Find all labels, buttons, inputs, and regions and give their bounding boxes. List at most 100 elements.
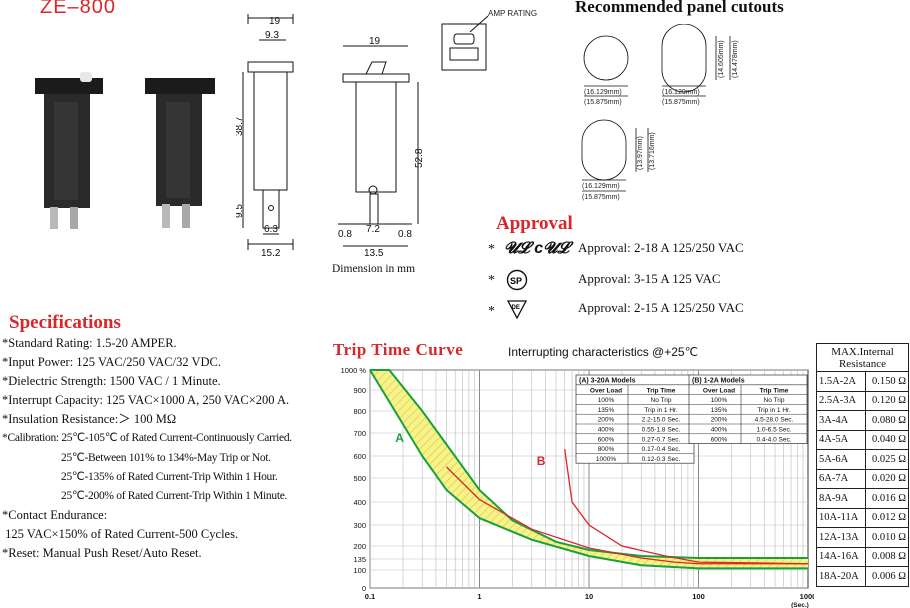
approval-text: Approval: 3-15 A 125 VAC (578, 271, 721, 286)
table-b-cell: Trip in 1 Hr. (757, 407, 791, 414)
amp-rating-label: AMP RATING (488, 9, 537, 18)
table-a-cell: Trip in 1 Hr. (644, 407, 678, 414)
resistance-range: 14A-16A (815, 546, 867, 567)
specifications-title: Specifications (9, 312, 121, 333)
spec-line: 125 VAC×150% of Rated Current-500 Cycles… (2, 526, 239, 541)
cutout1-w1: (16.129mm) (584, 89, 622, 96)
table-b-frame (688, 374, 808, 444)
y-tick-label: 700 (353, 429, 366, 438)
dimension-caption: Dimension in mm (332, 263, 416, 275)
breaker-photo-left (35, 72, 103, 229)
svg-text:DE: DE (512, 305, 520, 311)
table-a-cell: 2.2-15.0 Sec. (642, 417, 681, 424)
table-b-cell: 100% (711, 397, 728, 404)
cutouts-title: Recommended panel cutouts (575, 0, 784, 16)
dim-52-8: 52.8 (414, 148, 425, 168)
table-b-cell: 600% (711, 436, 728, 443)
table-b-header: Trip Time (760, 387, 789, 394)
dimension-drawing: 19 9.3 38.7 9.5 6.3 15.2 19 52.8 7.2 0.8… (236, 14, 425, 259)
dim-15-2: 15.2 (261, 248, 281, 259)
resistance-value: 0.008 Ω (865, 546, 909, 567)
resistance-value: 0.006 Ω (865, 566, 909, 587)
cutout-double-flat (661, 24, 707, 93)
cutout3-h1: (13.97mm) (637, 136, 644, 170)
table-a-cell: 0.27-0.7 Sec. (642, 436, 681, 443)
approval-item: * 𝓤𝓛 c𝓤𝓛 Approval: 2-18 A 125/250 VAC (488, 240, 788, 260)
series-line (370, 369, 808, 559)
dim-0-8-left: 0.8 (338, 229, 352, 240)
table-a-cell: 400% (598, 427, 615, 434)
spec-line: *Dielectric Strength: 1500 VAC / 1 Minut… (2, 374, 221, 389)
resistance-value: 0.150 Ω (865, 371, 909, 392)
approval-text: Approval: 2-15 A 125/250 VAC (578, 300, 744, 315)
y-tick-label: 0 (362, 584, 366, 593)
table-a-cell: 0.55-1.8 Sec. (642, 427, 681, 434)
resistance-header-line1: MAX.Internal (831, 345, 894, 358)
resistance-range: 5A-6A (815, 449, 867, 470)
resistance-range: 8A-9A (815, 488, 867, 509)
resistance-value: 0.012 Ω (865, 507, 909, 528)
resistance-value: 0.010 Ω (865, 527, 909, 548)
x-tick-label: 0.1 (365, 592, 375, 601)
table-b-cell: 1.0-6.5 Sec. (756, 427, 791, 434)
resistance-value: 0.025 Ω (865, 449, 909, 470)
y-tick-label: 400 (353, 498, 366, 507)
table-b-cell: 200% (711, 417, 728, 424)
dim-6-3: 6.3 (264, 224, 278, 235)
approval-star: * (488, 304, 495, 319)
series-line (369, 369, 808, 570)
y-tick-label: 135 (353, 555, 366, 564)
y-tick-label: 100 (353, 566, 366, 575)
spec-line: *Reset: Manual Push Reset/Auto Reset. (2, 546, 202, 561)
dim-19-front: 19 (269, 16, 281, 27)
resistance-value: 0.080 Ω (865, 410, 909, 431)
y-tick-label: 800 (353, 407, 366, 416)
spec-line: 25℃-135% of Rated Current-Trip Within 1 … (61, 470, 278, 483)
series-line (564, 449, 809, 565)
y-tick-label: 600 (353, 452, 366, 461)
table-a-cell: 600% (598, 436, 615, 443)
panel-cutouts: (16.129mm) (15.875mm) (16.129mm) (15.875… (581, 24, 739, 201)
x-tick-label: 100 (692, 592, 705, 601)
table-b-cell: 0.4-4.0 Sec. (756, 436, 791, 443)
dim-0-8-right: 0.8 (398, 229, 412, 240)
cutout-flat (581, 119, 627, 181)
table-b-cell: 135% (711, 407, 728, 414)
y-tick-label: 1000 % (341, 366, 367, 375)
x-tick-label: 1000 (800, 592, 814, 601)
cutout2-h2: (14.478mm) (732, 40, 739, 78)
x-unit-label: (Sec.) (791, 602, 809, 608)
spec-line: 25℃-200% of Rated Current-Trip Within 1 … (61, 489, 288, 502)
chart-title: Trip Time Curve (333, 340, 464, 359)
table-a-cell: 800% (598, 446, 615, 453)
table-a-cell: No Trip (651, 397, 672, 404)
cutout3-w2: (15.875mm) (582, 194, 620, 201)
table-b-cell: 4.5-28.0 Sec. (755, 417, 794, 424)
approval-item: * DE Approval: 2-15 A 125/250 VAC (488, 300, 788, 322)
series-label-b: B (537, 454, 546, 468)
resistance-range: 4A-5A (815, 429, 867, 450)
spec-line: *Interrupt Capacity: 125 VAC×1000 A, 250… (2, 393, 290, 408)
table-a-cell: 200% (598, 417, 615, 424)
vde-logo-icon: DE (506, 300, 528, 320)
approval-title: Approval (496, 213, 573, 234)
spec-line: *Contact Endurance: (2, 507, 108, 522)
breaker-photo-right (145, 78, 215, 228)
x-tick-label: 10 (585, 592, 593, 601)
cutout-round (583, 35, 629, 81)
table-a-cell: 100% (598, 397, 615, 404)
resistance-range: 2.5A-3A (815, 390, 867, 411)
y-tick-label: 900 (353, 386, 366, 395)
resistance-range: 1.5A-2A (815, 371, 867, 392)
resistance-range: 18A-20A (815, 566, 867, 587)
spec-line: *Calibration: 25℃-105℃ of Rated Current-… (2, 432, 292, 445)
dim-7-2: 7.2 (366, 224, 380, 235)
